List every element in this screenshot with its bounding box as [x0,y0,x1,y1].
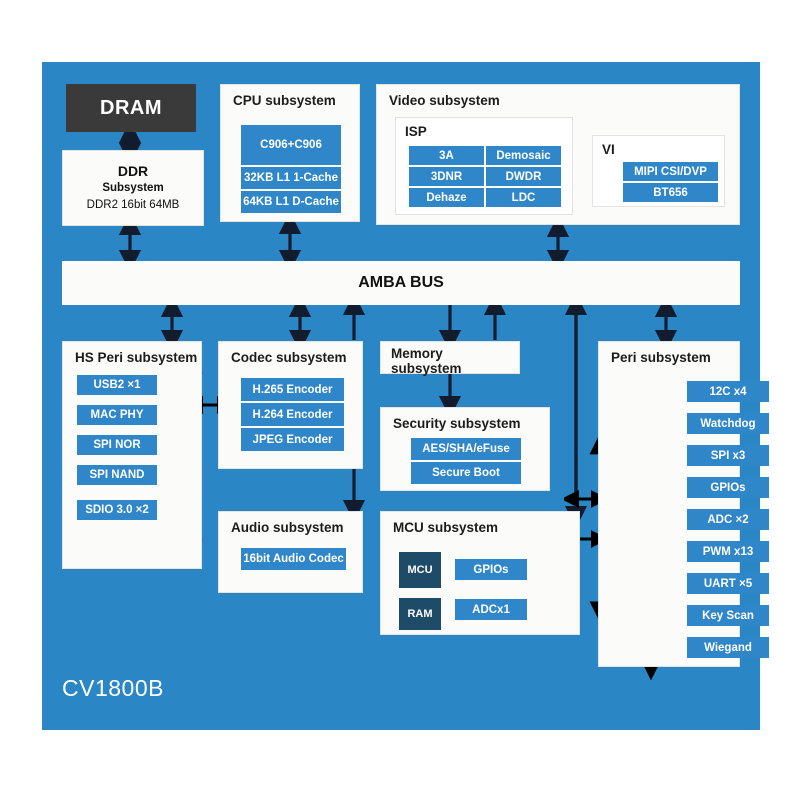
codec-subsystem-title: Codec subsystem [231,350,347,365]
isp-block-ldc: LDC [486,188,561,207]
mcu-subsystem-box: MCU subsystem MCU RAM GPIOs ADCx1 [380,511,580,635]
codec-block-stack: H.265 Encoder H.264 Encoder JPEG Encoder [241,378,344,451]
cpu-subsystem-title: CPU subsystem [233,93,336,108]
cpu-core-block: C906+C906 [241,125,341,165]
vi-block-mipi-csi-dvp: MIPI CSI/DVP [623,162,718,181]
isp-block-dwdr: DWDR [486,167,561,186]
isp-block-dehaze: Dehaze [409,188,484,207]
peri-block-key-scan: Key Scan [687,605,769,626]
audio-subsystem-box: Audio subsystem 16bit Audio Codec [218,511,363,593]
codec-block-h265: H.265 Encoder [241,378,344,401]
isp-block-3a: 3A [409,146,484,165]
peri-block-i2c: 12C x4 [687,381,769,402]
audio-block-codec: 16bit Audio Codec [241,548,346,570]
peri-subsystem-title: Peri subsystem [611,350,711,365]
audio-subsystem-title: Audio subsystem [231,520,344,535]
hs-peri-block-usb2: USB2 ×1 [77,375,157,395]
peri-block-uart: UART ×5 [687,573,769,594]
peri-block-spi: SPI x3 [687,445,769,466]
cpu-dcache-block: 64KB L1 D-Cache [241,191,341,213]
ddr-label-line3: DDR2 16bit 64MB [86,199,180,211]
ddr-label-line2: Subsystem [102,182,164,194]
hs-peri-block-sdio: SDIO 3.0 ×2 [77,500,157,520]
vi-box: VI MIPI CSI/DVP BT656 [592,135,725,207]
cpu-subsystem-box: CPU subsystem C906+C906 32KB L1 1-Cache … [220,84,360,222]
hs-peri-subsystem-title: HS Peri subsystem [75,350,198,365]
codec-block-jpeg: JPEG Encoder [241,428,344,451]
mcu-block-adc: ADCx1 [455,599,527,620]
mcu-core-block: MCU [399,552,441,588]
amba-bus: AMBA BUS [62,261,740,305]
peri-block-wiegand: Wiegand [687,637,769,658]
hs-peri-block-spi-nor: SPI NOR [77,435,157,455]
ddr-label-line1: DDR [117,163,149,179]
peri-block-gpios: GPIOs [687,477,769,498]
vi-block-stack: MIPI CSI/DVP BT656 [623,162,718,202]
isp-title: ISP [405,124,427,139]
security-block-stack: AES/SHA/eFuse Secure Boot [411,438,521,484]
codec-subsystem-box: Codec subsystem H.265 Encoder H.264 Enco… [218,341,363,469]
peri-block-adc: ADC ×2 [687,509,769,530]
mcu-subsystem-title: MCU subsystem [393,520,499,535]
dram-block: DRAM [66,84,196,132]
chip-name-label: CV1800B [62,675,164,701]
hs-peri-block-mac-phy: MAC PHY [77,405,157,425]
vi-title: VI [602,142,615,157]
codec-block-h264: H.264 Encoder [241,403,344,426]
security-subsystem-title: Security subsystem [393,416,521,431]
mcu-ram-block: RAM [399,598,441,630]
hs-peri-subsystem-box: HS Peri subsystem USB2 ×1 MAC PHY SPI NO… [62,341,202,569]
peri-block-pwm: PWM x13 [687,541,769,562]
peri-block-stack: 12C x4 Watchdog SPI x3 GPIOs ADC ×2 PWM … [687,381,769,658]
isp-block-3dnr: 3DNR [409,167,484,186]
chip-panel: DRAM DDR Subsystem DDR2 16bit 64MB CPU s… [42,62,769,730]
security-block-aes: AES/SHA/eFuse [411,438,521,460]
isp-block-demosaic: Demosaic [486,146,561,165]
ddr-subsystem-box: DDR Subsystem DDR2 16bit 64MB [62,150,204,226]
cpu-icache-block: 32KB L1 1-Cache [241,167,341,189]
isp-box: ISP 3A Demosaic 3DNR DWDR Dehaze LDC [395,117,573,215]
memory-subsystem-box: Memory subsystem [380,341,520,376]
peri-block-watchdog: Watchdog [687,413,769,434]
hs-peri-block-spi-nand: SPI NAND [77,465,157,485]
cpu-block-stack: C906+C906 32KB L1 1-Cache 64KB L1 D-Cach… [241,125,341,213]
isp-block-grid: 3A Demosaic 3DNR DWDR Dehaze LDC [409,146,561,207]
video-subsystem-box: Video subsystem ISP 3A Demosaic 3DNR DWD… [376,84,740,225]
video-subsystem-title: Video subsystem [389,93,500,108]
peri-subsystem-box: Peri subsystem 12C x4 Watchdog SPI x3 GP… [598,341,769,667]
vi-block-bt656: BT656 [623,183,718,202]
security-subsystem-box: Security subsystem AES/SHA/eFuse Secure … [380,407,550,491]
mcu-block-gpios: GPIOs [455,559,527,580]
hs-peri-block-stack: USB2 ×1 MAC PHY SPI NOR SPI NAND SDIO 3.… [77,375,157,520]
memory-subsystem-title: Memory subsystem [391,346,462,376]
security-block-secure-boot: Secure Boot [411,462,521,484]
